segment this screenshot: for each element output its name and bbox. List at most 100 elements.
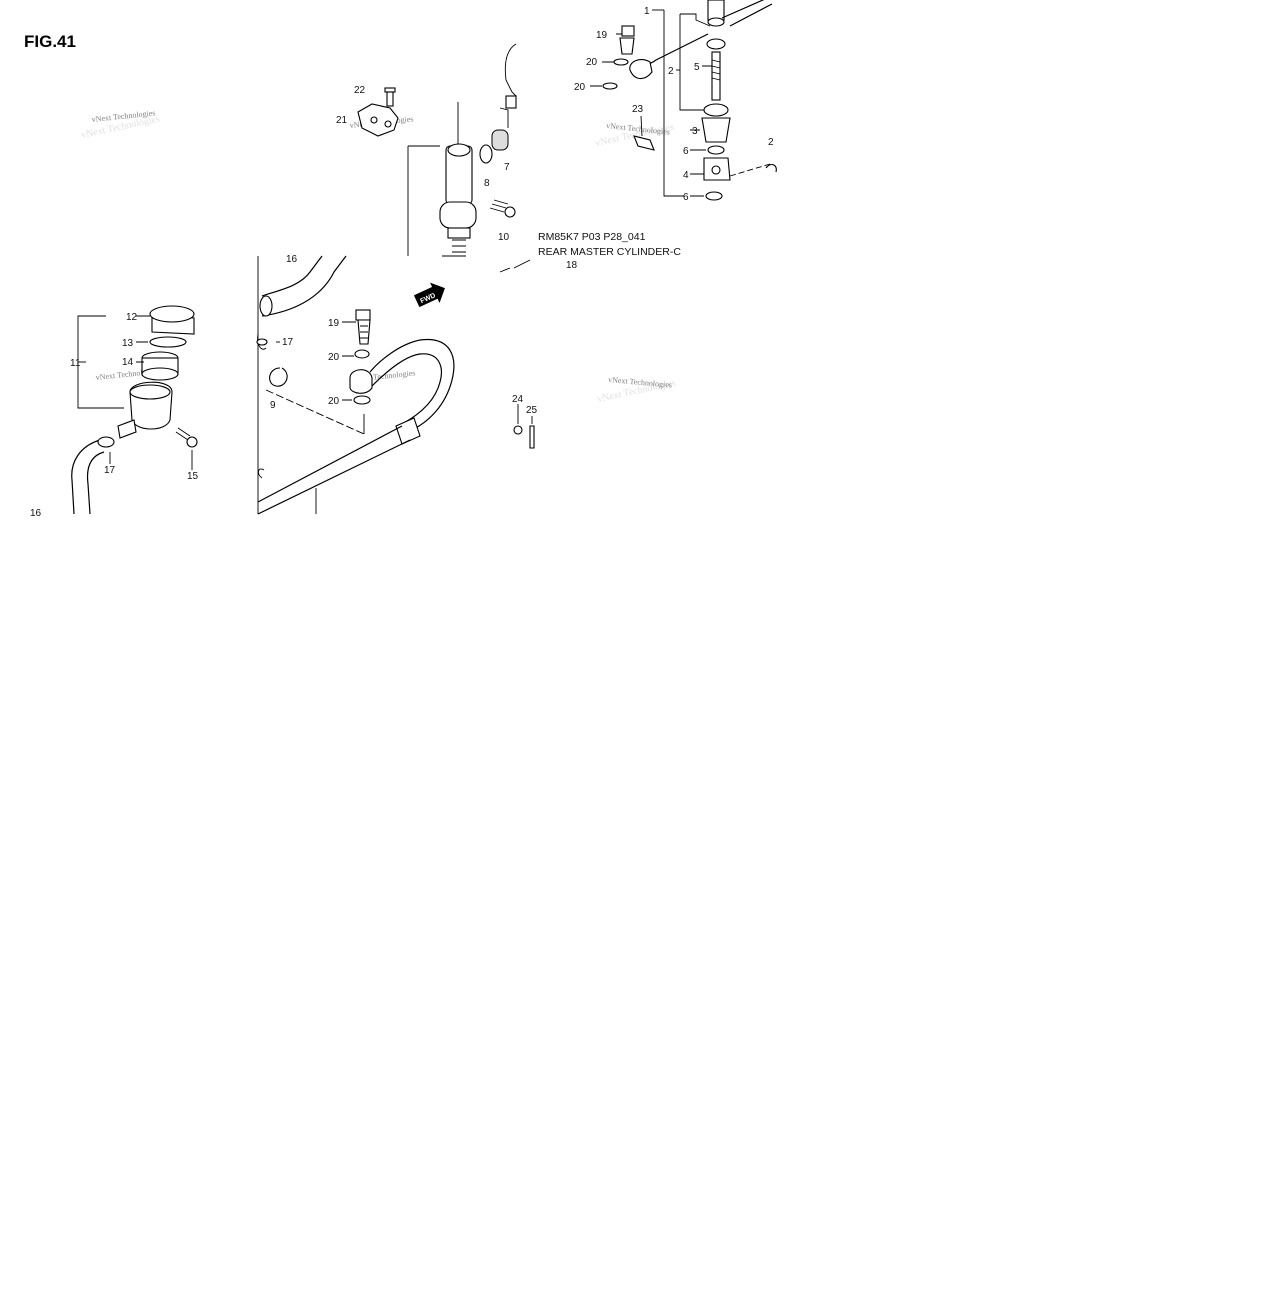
hose-18-straight-upper xyxy=(257,425,403,503)
master-cylinder-group xyxy=(357,43,517,257)
callout-16b: 16 xyxy=(286,254,298,265)
callout-23: 23 xyxy=(632,104,644,115)
hose-16-upper-2 xyxy=(261,255,347,317)
leader-23 xyxy=(640,115,643,137)
callout-ticks-center xyxy=(342,321,365,434)
brake-hose-group xyxy=(256,255,455,515)
callout-17b: 17 xyxy=(282,337,294,348)
callout-10: 10 xyxy=(498,232,510,243)
bolt-23 xyxy=(633,135,655,151)
hose-16-left-outer xyxy=(71,439,101,515)
clamp-17-right xyxy=(257,333,267,350)
caption-break-marks xyxy=(499,259,531,273)
edge-fragment xyxy=(257,468,265,479)
pushrod-thread xyxy=(711,59,721,81)
snap-ring-9 xyxy=(269,367,288,387)
diaphragm-13 xyxy=(149,336,187,348)
bolt-head-19-center xyxy=(355,309,371,321)
callout-4: 4 xyxy=(683,170,689,181)
callout-ticks xyxy=(690,65,712,197)
cylinder-top xyxy=(447,143,471,157)
screw-15-head xyxy=(186,436,198,448)
o-ring-8 xyxy=(479,144,493,164)
callout-20b: 20 xyxy=(574,82,586,93)
fitting-7 xyxy=(491,129,509,151)
reservoir-group xyxy=(71,305,198,515)
hose-18-curve-inner xyxy=(371,353,442,425)
callout-ticks-left xyxy=(590,33,622,87)
pushrod-5 xyxy=(711,51,721,101)
callout-25: 25 xyxy=(526,405,538,416)
bracket-hole xyxy=(370,116,378,124)
cylinder-boss xyxy=(439,201,477,229)
caption-part-code: RM85K7 P03 P28_041 xyxy=(538,231,646,243)
callout-labels: 1 2 2 3 4 5 6 6 7 8 9 10 11 12 13 14 15 … xyxy=(30,6,774,519)
fwd-arrow-icon: FWD xyxy=(413,282,445,308)
callout-6a: 6 xyxy=(683,146,689,157)
fitting-hose-7 xyxy=(499,107,509,128)
bolt-head-19-top xyxy=(621,25,635,37)
hose-16-left-inner xyxy=(86,451,105,515)
nut-6-lower xyxy=(705,191,723,201)
upper-hose xyxy=(721,0,773,27)
top-washer xyxy=(707,17,725,27)
bolt-thread-19 xyxy=(360,325,368,339)
callout-15: 15 xyxy=(187,471,199,482)
top-fitting xyxy=(707,0,725,21)
hose-18-straight-lower xyxy=(257,439,411,515)
callout-1: 1 xyxy=(644,6,650,17)
bracket-icon xyxy=(357,103,399,137)
callout-11: 11 xyxy=(70,358,81,369)
callout-ticks-reservoir xyxy=(109,315,193,470)
pushrod-group xyxy=(590,0,777,201)
callout-12: 12 xyxy=(126,312,138,323)
screw-15-thread xyxy=(175,427,191,441)
callout-9: 9 xyxy=(270,400,276,411)
callout-18: 18 xyxy=(566,260,578,271)
cotter-pin-25 xyxy=(529,425,535,449)
circlip-icon xyxy=(703,103,729,117)
hose-18-curve-outer xyxy=(369,338,455,433)
callout-2b: 2 xyxy=(768,137,774,148)
washer-24 xyxy=(513,425,523,435)
reservoir-fitting xyxy=(505,95,517,109)
callout-22: 22 xyxy=(354,85,366,96)
callout-5: 5 xyxy=(694,62,700,73)
clamp-17-left xyxy=(97,436,115,448)
callout-2: 2 xyxy=(668,66,674,77)
washer-20c xyxy=(354,349,370,359)
hose-18-sleeve xyxy=(395,417,421,445)
washer-20d xyxy=(353,395,371,405)
body-leader xyxy=(407,145,440,256)
callout-19b: 19 xyxy=(328,318,340,329)
clevis-pin-line xyxy=(729,163,771,177)
callout-16a: 16 xyxy=(30,508,42,519)
clevis-pin xyxy=(765,163,777,173)
banjo-fitting-top xyxy=(629,59,653,80)
clamp-17-head xyxy=(256,338,268,346)
reservoir-tank-top xyxy=(129,384,171,400)
pin-group xyxy=(513,404,535,449)
reservoir-cap-top xyxy=(149,305,195,323)
washer-20a xyxy=(613,58,629,66)
reservoir-ring-bottom xyxy=(141,367,179,381)
figure-title: FIG.41 xyxy=(24,32,76,51)
screw-head-10 xyxy=(504,206,516,218)
washer-20b xyxy=(602,82,618,90)
bracket-2b xyxy=(680,13,711,27)
clevis-pin-hole xyxy=(711,165,721,175)
hose-16-end xyxy=(259,295,273,317)
callout-21: 21 xyxy=(336,115,348,126)
cylinder-lower xyxy=(447,227,471,239)
callout-8: 8 xyxy=(484,178,490,189)
spring-coil xyxy=(452,239,466,253)
bracket-2 xyxy=(679,14,704,111)
callout-19a: 19 xyxy=(596,30,608,41)
callout-7: 7 xyxy=(504,162,510,173)
washer-upper xyxy=(706,38,726,50)
assembly-line-9 xyxy=(265,389,365,435)
callout-20c: 20 xyxy=(328,352,340,363)
bolt-head-22 xyxy=(384,87,396,93)
